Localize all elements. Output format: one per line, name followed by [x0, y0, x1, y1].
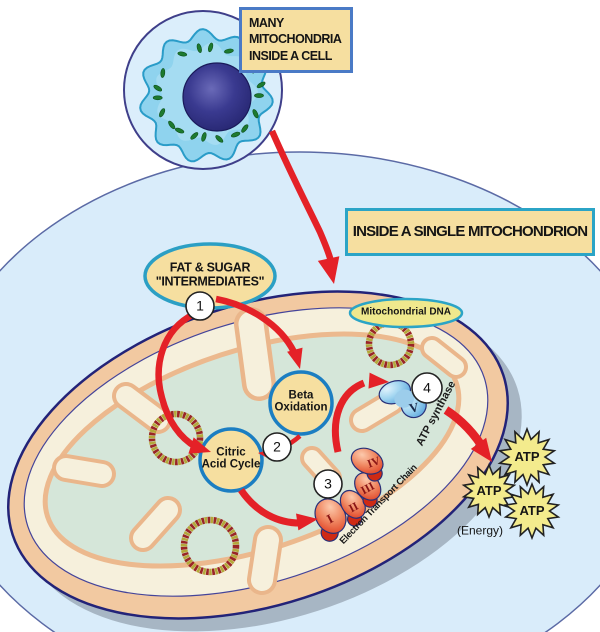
mitochondrion-dot [256, 81, 266, 89]
many-mitochondria-text: MANY MITOCHONDRIA INSIDE A CELL [249, 16, 342, 63]
mitochondrion-dot [160, 68, 166, 78]
mitochondrion-dot [201, 132, 207, 142]
inside-single-mitochondrion-text: INSIDE A SINGLE MITOCHONDRION [352, 222, 588, 240]
arrow-step1-to-beta [215, 295, 303, 369]
mitochondrion-dot [196, 43, 202, 53]
atp-star-3 [503, 481, 561, 541]
mitochondrion-dot [159, 108, 166, 118]
mitochondrion-dot [177, 51, 188, 57]
step-3-circle [313, 469, 343, 499]
mitochondrion-dot [168, 120, 176, 130]
cristae [52, 307, 468, 595]
etc-complexes [314, 447, 384, 542]
mitochondrion-dot [152, 95, 163, 101]
mitochondrion-dot [224, 48, 234, 54]
atp-starbursts [461, 426, 561, 541]
step-circles [185, 291, 443, 499]
step-4-circle [411, 372, 443, 404]
arrow-step1-to-citric [155, 311, 211, 454]
arrow-citric-to-etc [238, 487, 318, 531]
nucleus [182, 62, 252, 132]
step-2-circle [262, 432, 292, 462]
mitochondrion-dot [254, 93, 264, 98]
arrow-etc-to-synthase [331, 372, 389, 453]
mitochondrion-dot [252, 109, 259, 119]
complex-IV-blob [350, 447, 384, 482]
mitochondrion-dot [241, 124, 249, 133]
mitochondrion-dot [174, 127, 185, 134]
atp-star-2 [461, 462, 517, 520]
beta-oxidation-circle [268, 370, 334, 436]
mitochondrion-dot [230, 131, 241, 138]
mitochondrion-dot [153, 84, 163, 92]
arrow-synthase-to-atp [443, 406, 492, 462]
cell-illustration [123, 10, 283, 170]
step-1-circle [185, 291, 215, 321]
complex-III-blob [354, 472, 382, 508]
inside-single-mitochondrion-label-box: INSIDE A SINGLE MITOCHONDRION [345, 208, 595, 256]
citric-acid-cycle-circle [198, 427, 264, 493]
mitochondrion-dot [215, 135, 224, 143]
mitochondrial-dna-oval [348, 297, 464, 329]
complex-II-blob [339, 489, 366, 527]
arrow-cell-to-mitochondrion [269, 129, 340, 284]
mitochondrion-dot [190, 132, 199, 140]
atp-star-1 [497, 426, 557, 488]
mitochondrion-dot [207, 42, 214, 53]
many-mitochondria-label-box: MANY MITOCHONDRIA INSIDE A CELL [239, 7, 353, 73]
